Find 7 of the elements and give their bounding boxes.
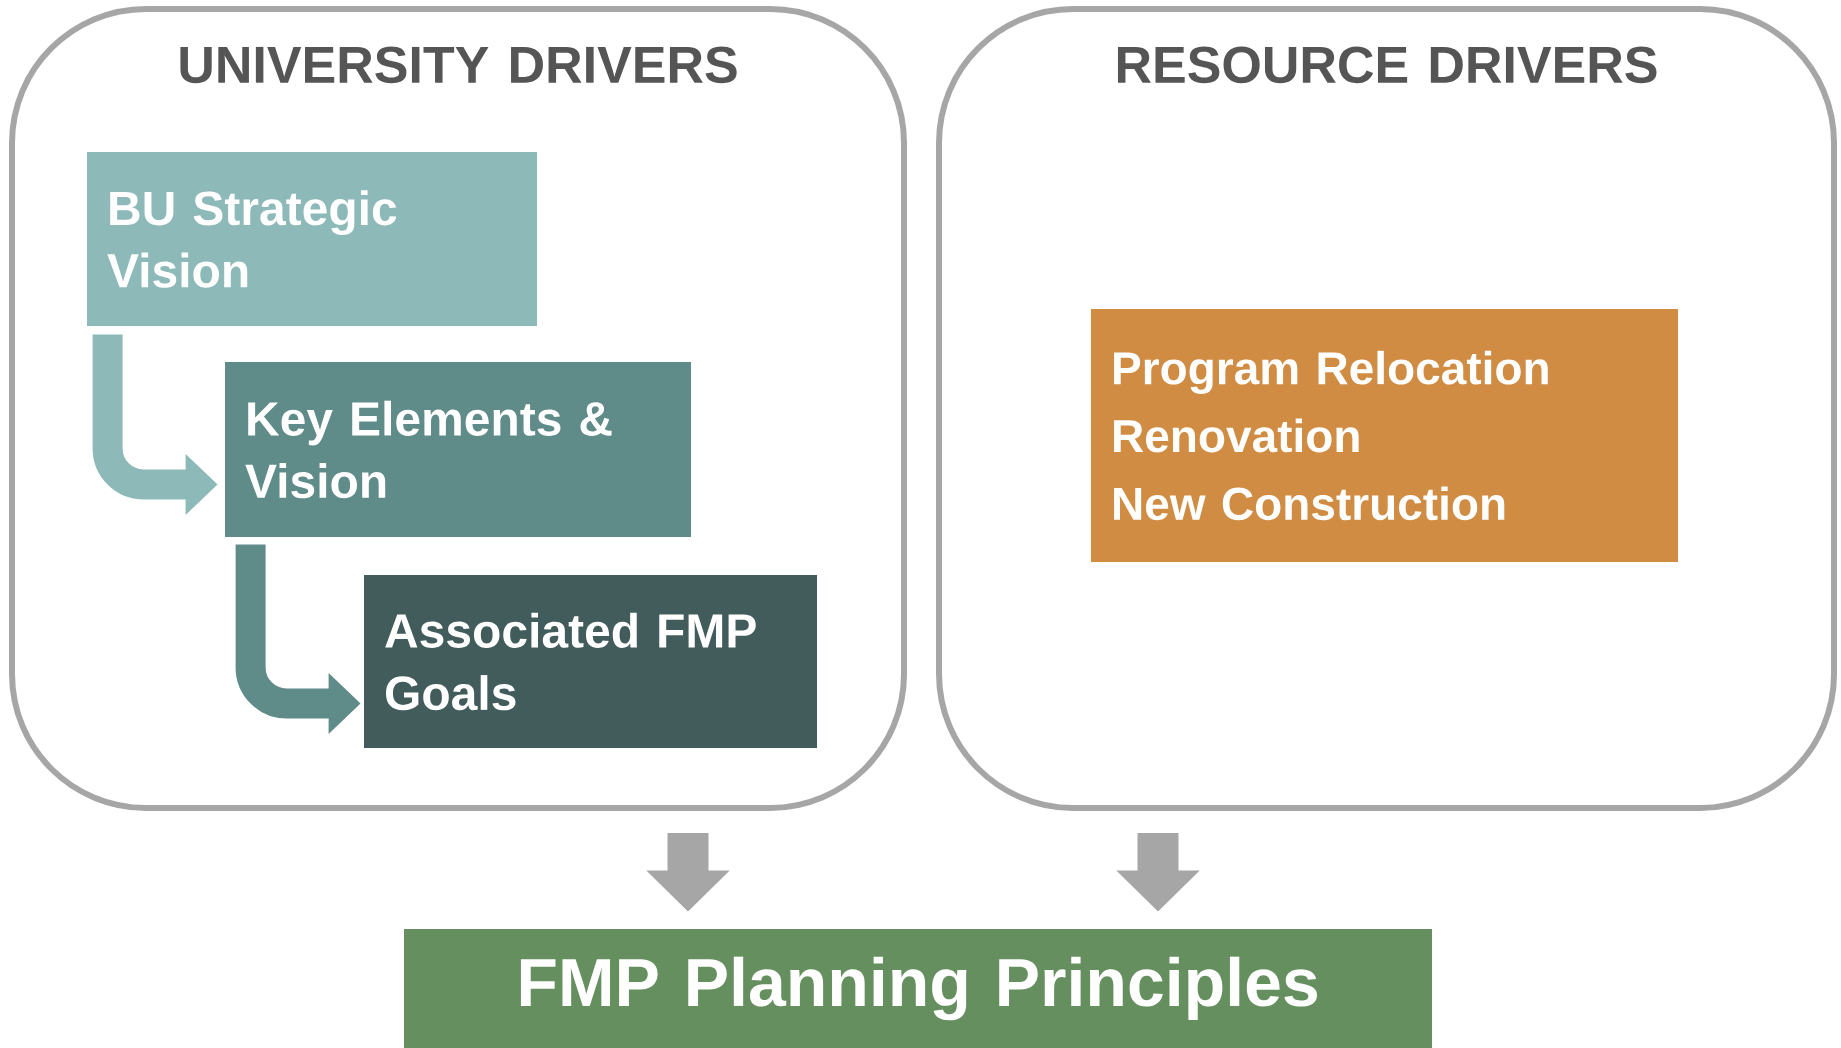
panel-heading: UNIVERSITY DRIVERS <box>180 46 737 84</box>
panel-heading: RESOURCE DRIVERS <box>1117 46 1657 84</box>
process-box: BU Strategic Vision <box>87 152 537 326</box>
title-banner: FMP Planning Principles <box>404 929 1432 1048</box>
process-box: Key Elements & Vision <box>225 362 691 537</box>
process-box: Program Relocation Renovation New Construction <box>1091 309 1678 562</box>
process-box: Associated FMP Goals <box>364 575 817 748</box>
